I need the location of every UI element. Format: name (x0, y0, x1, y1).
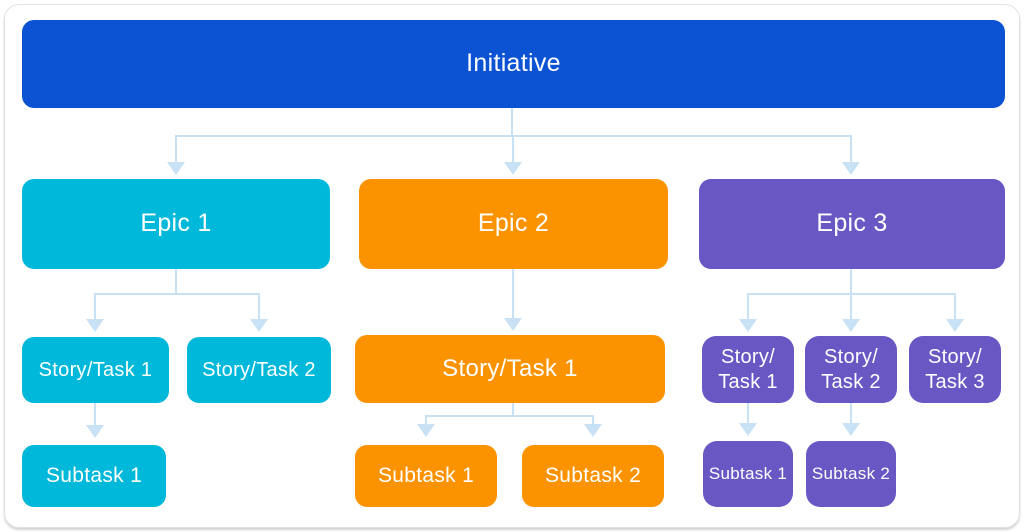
arrowhead-cyan-story2 (250, 319, 268, 332)
node-epic3-story-task-1: Story/ Task 1 (702, 336, 794, 403)
node-epic-3: Epic 3 (699, 179, 1005, 269)
connector-epic3-to-stories (747, 269, 956, 320)
arrowhead-purple-story2 (842, 319, 860, 332)
arrowhead-epic1 (167, 162, 185, 175)
arrowhead-orange-story1 (504, 318, 522, 331)
node-epic1-story-task-2: Story/Task 2 (187, 337, 331, 403)
node-epic-2: Epic 2 (359, 179, 668, 269)
arrowhead-epic3 (842, 162, 860, 175)
arrowheads (86, 162, 964, 438)
connector-initiative-to-epics (175, 108, 852, 163)
arrowhead-purple-story1 (739, 319, 757, 332)
node-epic2-subtask-1: Subtask 1 (355, 445, 497, 507)
arrowhead-orange-subtask1 (417, 424, 435, 437)
arrowhead-cyan-story1 (86, 319, 104, 332)
node-initiative: Initiative (22, 20, 1005, 108)
connector-orange-story-to-subtasks (425, 403, 594, 425)
arrowhead-epic2 (504, 162, 522, 175)
node-epic1-subtask-1: Subtask 1 (22, 445, 166, 507)
node-epic1-story-task-1: Story/Task 1 (22, 337, 169, 403)
arrowhead-cyan-subtask1 (86, 425, 104, 438)
node-epic3-subtask-2: Subtask 2 (806, 441, 896, 507)
node-epic3-story-task-2: Story/ Task 2 (805, 336, 897, 403)
arrowhead-purple-subtask1 (739, 423, 757, 436)
node-epic2-story-task-1: Story/Task 1 (355, 335, 665, 403)
connector-purple-stories-to-subtasks (747, 403, 852, 424)
connector-epic1-to-stories (94, 269, 260, 320)
node-epic2-subtask-2: Subtask 2 (522, 445, 664, 507)
arrowhead-orange-subtask2 (584, 424, 602, 437)
node-epic3-story-task-3: Story/ Task 3 (909, 336, 1001, 403)
node-epic3-subtask-1: Subtask 1 (703, 441, 793, 507)
node-epic-1: Epic 1 (22, 179, 330, 269)
arrowhead-purple-subtask2 (842, 423, 860, 436)
arrowhead-purple-story3 (946, 319, 964, 332)
